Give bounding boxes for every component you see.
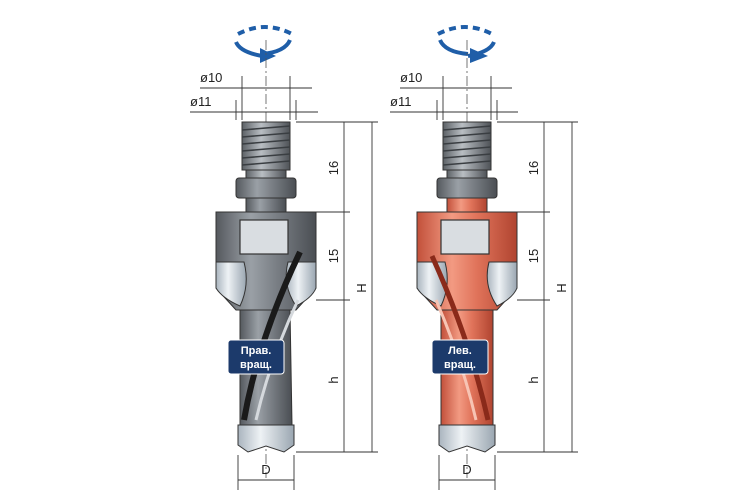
badge-line-2: вращ. [444,359,476,371]
tool-body [416,211,518,453]
dim-dia: D [462,462,471,477]
dimensions [390,76,578,490]
rotation-arrow-icon [234,25,293,63]
dim-seg1: 16 [526,161,541,175]
dim-dia: D [261,462,270,477]
rotation-badge: Лев. вращ. [431,339,489,375]
dim-seg1: 16 [326,161,341,175]
drill-tip [438,424,496,453]
threaded-shank [436,121,498,213]
drill-tip [237,424,295,453]
threaded-shank [235,121,297,213]
dim-d10: ø10 [400,70,422,85]
rotation-arrow-icon [437,25,496,63]
dim-seg2: 15 [526,249,541,263]
dim-d11: ø11 [190,94,211,109]
dim-total: H [354,283,369,292]
dim-total: H [554,283,569,292]
badge-line-2: вращ. [240,359,272,371]
dim-d11: ø11 [390,94,411,109]
dim-seg2: 15 [326,249,341,263]
tool-body [215,211,317,453]
dim-cut: h [526,376,541,383]
badge-line-1: Прав. [241,345,272,357]
tool-right-rotation: Прав. вращ. ø10 ø11 1 [190,25,378,490]
rotation-badge: Прав. вращ. [227,339,285,375]
dimensions [190,76,378,490]
tool-left-rotation: Лев. вращ. ø10 ø11 16 15 h H D [390,25,578,490]
dim-d10: ø10 [200,70,222,85]
dim-cut: h [326,376,341,383]
badge-line-1: Лев. [448,345,472,357]
